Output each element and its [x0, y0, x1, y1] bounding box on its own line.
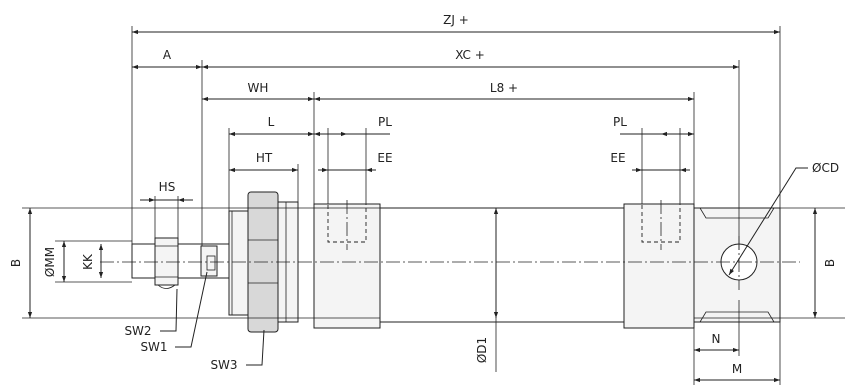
label-sw1: SW1 [140, 340, 167, 354]
label-zj: ZJ + [443, 13, 469, 27]
dimension-lines [27, 29, 818, 383]
label-d1: ØD1 [475, 337, 489, 363]
label-ee-right: EE [610, 151, 625, 165]
label-l: L [268, 115, 275, 129]
rear-port-hidden [641, 203, 681, 243]
label-a: A [163, 48, 172, 62]
label-ee-left: EE [377, 151, 392, 165]
label-b-left: B [9, 259, 23, 267]
rod-flats-sw1 [200, 245, 218, 277]
label-pl-left: PL [378, 115, 392, 129]
cylinder-geometry [100, 191, 800, 333]
label-mm: ØMM [43, 247, 57, 277]
cylinder-barrel [379, 207, 625, 323]
label-l8: L8 + [490, 81, 518, 95]
label-kk: KK [81, 253, 95, 270]
label-m: M [732, 362, 742, 376]
leader-cd [728, 167, 808, 276]
label-n: N [712, 332, 721, 346]
label-b-right: B [823, 259, 837, 267]
rod-nut-sw2 [154, 237, 179, 286]
leader-sw2 [160, 288, 178, 332]
label-xc: XC + [455, 48, 485, 62]
label-cd: ØCD [812, 161, 839, 175]
front-port-hidden [327, 203, 367, 243]
label-hs: HS [159, 180, 176, 194]
leader-sw3 [246, 329, 265, 366]
label-sw3: SW3 [210, 358, 237, 372]
label-pl-right: PL [613, 115, 627, 129]
dimension-labels: ZJ + A XC + WH L8 + L PL PL HT EE EE HS … [9, 13, 839, 376]
label-sw2: SW2 [124, 324, 151, 338]
label-ht: HT [256, 151, 273, 165]
rear-end-cap [623, 203, 695, 329]
label-wh: WH [248, 81, 269, 95]
leader-sw1 [175, 271, 208, 348]
